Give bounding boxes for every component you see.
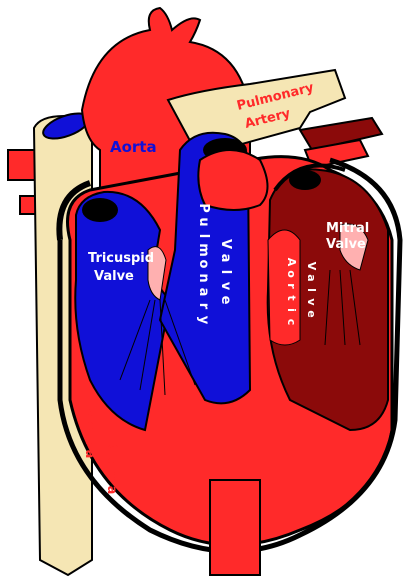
col-pv2-letter: a [218,254,233,263]
col-av1-letter: c [285,319,298,326]
col-vc1-letter: e [82,422,97,431]
col-pv1-letter: y [196,316,211,325]
col-av2-letter: e [305,310,318,317]
label-pulmonary-valve-word: Pu l monary [196,203,211,325]
col-vc2-letter: C [104,443,119,453]
col-pv1-letter: m [196,243,211,257]
descending-aorta [210,480,260,575]
col-pv2-letter: e [218,296,233,305]
col-pv2-letter: l [218,270,233,274]
col-av1-letter: o [285,270,298,278]
col-pv1-letter: r [196,303,211,310]
col-vc2-letter: a [104,458,119,467]
label-pulmonary-valve-valve: Va l ve [218,239,233,305]
col-av1-letter: r [285,283,298,289]
col-av1-letter: t [285,295,298,300]
label-tricuspid-1: Tricuspid [88,251,154,266]
col-vc2-letter: v [104,472,119,481]
col-av2-letter: l [305,288,318,292]
col-pv1-letter: u [196,217,211,226]
col-pv1-letter: P [196,203,211,213]
label-tricuspid-2: Valve [94,269,134,284]
label-aorta: Aorta [110,138,157,156]
col-pv2-letter: V [218,239,233,249]
col-pv1-letter: o [196,260,211,269]
col-av2-letter: V [305,262,318,271]
col-vc2-letter: a [104,486,119,495]
col-pv2-letter: v [218,282,233,291]
label-mitral-1: Mitral [326,221,369,236]
label-aortic-valve-valve: Va l ve [305,262,318,318]
col-av2-letter: v [305,298,318,306]
col-av1-letter: A [285,258,298,267]
col-pv1-letter: l [196,234,211,238]
col-pv1-letter: a [196,288,211,297]
col-vc1-letter: V [82,407,97,417]
col-av2-letter: a [305,274,318,281]
col-vc1-letter: n [82,435,97,444]
label-mitral-2: Valve [326,237,366,252]
col-pv1-letter: n [196,273,211,282]
col-vc1-letter: a [82,450,97,459]
col-av1-letter: i [285,308,298,312]
